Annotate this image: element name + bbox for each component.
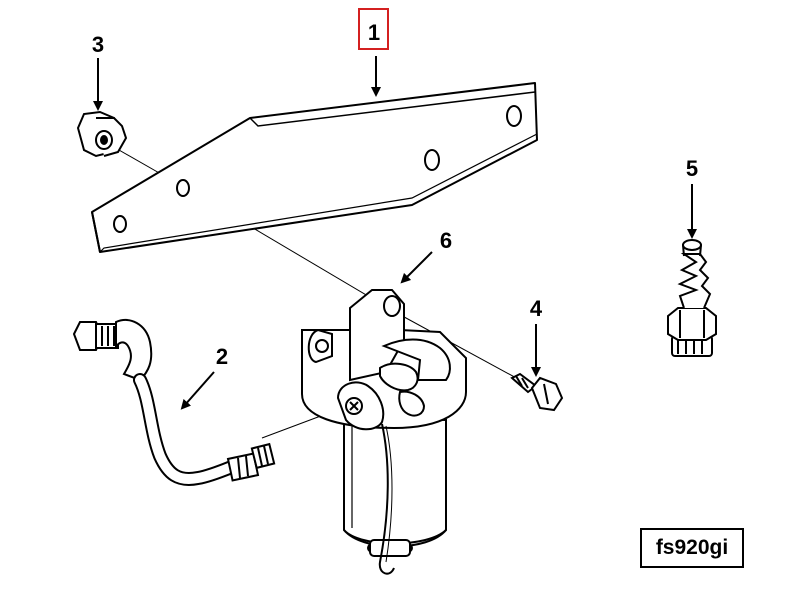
figure-reference-code: fs920gi bbox=[640, 528, 744, 568]
callout-number-4: 4 bbox=[530, 296, 543, 321]
callout-number-2: 2 bbox=[216, 344, 228, 369]
callout-arrows bbox=[93, 56, 697, 410]
bracket-hole bbox=[506, 105, 522, 127]
bracket-hole bbox=[424, 149, 440, 171]
callout-number-3: 3 bbox=[92, 32, 104, 57]
fuel-line[interactable] bbox=[72, 319, 276, 486]
callout-number-5: 5 bbox=[686, 156, 698, 181]
callout-number-1: 1 bbox=[368, 20, 380, 45]
hose-fitting[interactable] bbox=[667, 239, 717, 357]
fuel-filter-assembly[interactable] bbox=[301, 289, 467, 575]
bracket-hole bbox=[113, 215, 127, 233]
selected-callout-highlight bbox=[358, 8, 389, 50]
mounting-bracket[interactable] bbox=[91, 82, 538, 253]
nut[interactable] bbox=[76, 110, 128, 158]
bracket-hole bbox=[176, 179, 190, 197]
callout-number-6: 6 bbox=[440, 228, 452, 253]
cap-screw[interactable] bbox=[510, 372, 564, 412]
